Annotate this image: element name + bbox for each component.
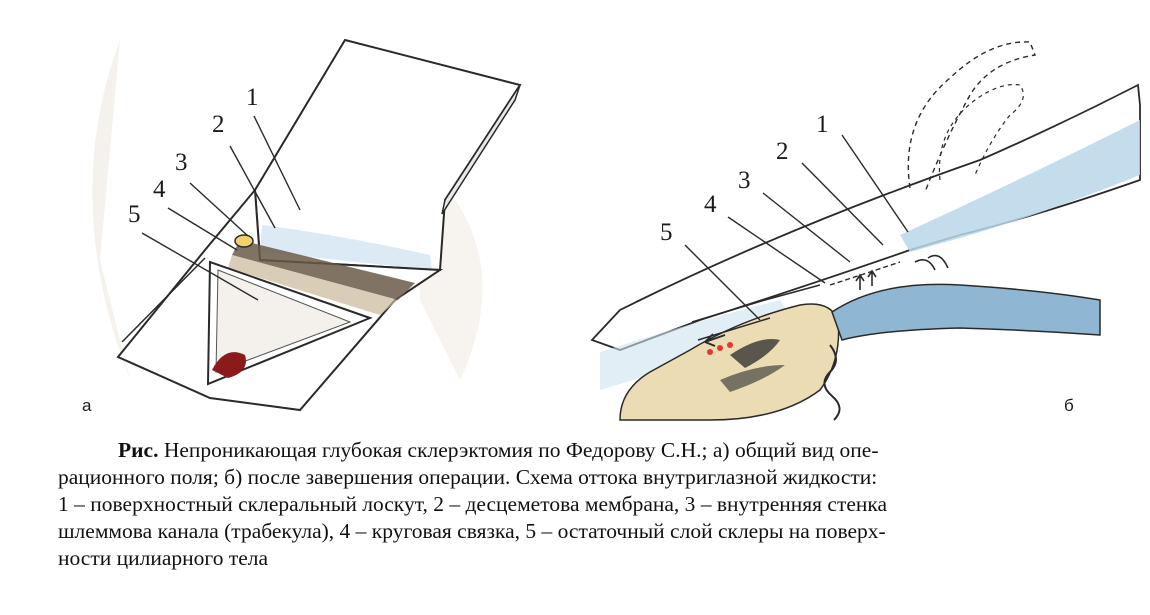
ciliary-process	[720, 365, 785, 392]
label-3: 3	[175, 149, 188, 176]
caption-line-1: Рис. Непроникающая глубокая склерэктомия…	[58, 437, 1118, 464]
label-1: 1	[816, 111, 829, 138]
caption-line-4: шлеммова канала (трабекула), 4 – кругова…	[58, 519, 886, 543]
caption-line-2: рационного поля; б) после завершения опе…	[58, 465, 878, 489]
canal-opening	[234, 234, 254, 248]
flow-arrow	[704, 334, 726, 343]
leader-line-3	[762, 192, 851, 263]
flow-arrow-head	[704, 333, 716, 347]
lifted-flap-dashed	[907, 41, 1036, 193]
flow-arrow-up	[855, 273, 865, 290]
label-3: 3	[738, 167, 751, 194]
figure: 1 2 3 4 5	[82, 38, 1141, 421]
caption-line-3: 1 – поверхностный склеральный лоскут, 2 …	[58, 492, 888, 516]
ciliary-process	[730, 339, 780, 368]
leader-line-2	[801, 162, 884, 246]
window-line	[691, 284, 821, 323]
label-5: 5	[660, 219, 673, 246]
leader-line-4	[727, 216, 826, 284]
label-2: 2	[212, 111, 225, 138]
panel-b-illustration: 1 2 3 4 5	[590, 41, 1141, 421]
ciliary-body	[619, 303, 840, 421]
flow-arrow-up	[867, 269, 877, 286]
blood-spot	[212, 352, 246, 378]
schlemm-canal-band	[232, 240, 415, 300]
flow-arrow-curved	[927, 254, 949, 269]
fluid-drop	[727, 342, 733, 348]
leader-line-5	[141, 232, 259, 301]
iris	[831, 283, 1101, 341]
leader-line-3	[189, 182, 249, 237]
flow-arrow-curved	[914, 259, 936, 271]
label-1: 1	[246, 84, 259, 111]
panel-a-letter: а	[82, 396, 92, 415]
label-5: 5	[128, 201, 141, 228]
label-4: 4	[704, 191, 717, 218]
cornea-tint	[900, 120, 1140, 252]
background-shade	[92, 40, 130, 380]
leader-line-1	[841, 134, 909, 233]
leader-line-4	[167, 207, 238, 251]
label-2: 2	[776, 138, 789, 165]
panel-a-illustration: 1 2 3 4 5	[92, 38, 522, 412]
bed-edge-line	[121, 257, 206, 343]
label-4: 4	[153, 176, 166, 203]
leader-line-2	[229, 145, 276, 229]
wavy-membrane	[823, 344, 841, 421]
panel-b-letter: б	[1064, 396, 1074, 415]
flap-inner-dashed	[938, 83, 1024, 181]
leader-line-1	[253, 115, 301, 211]
caption-text-1: Непроникающая глубокая склерэктомия по Ф…	[158, 438, 879, 462]
trabecula-dashed	[829, 261, 901, 286]
caption-line-5: ности цилиарного тела	[58, 546, 269, 570]
figure-caption: Рис. Непроникающая глубокая склерэктомия…	[58, 437, 1118, 572]
flap-edge	[441, 84, 521, 215]
leader-line-5	[684, 244, 761, 321]
caption-label: Рис.	[118, 438, 159, 462]
fluid-drop	[717, 345, 723, 351]
descemet-membrane-tint	[260, 225, 432, 270]
fluid-drop	[707, 349, 713, 355]
trabecula-band	[228, 255, 398, 315]
